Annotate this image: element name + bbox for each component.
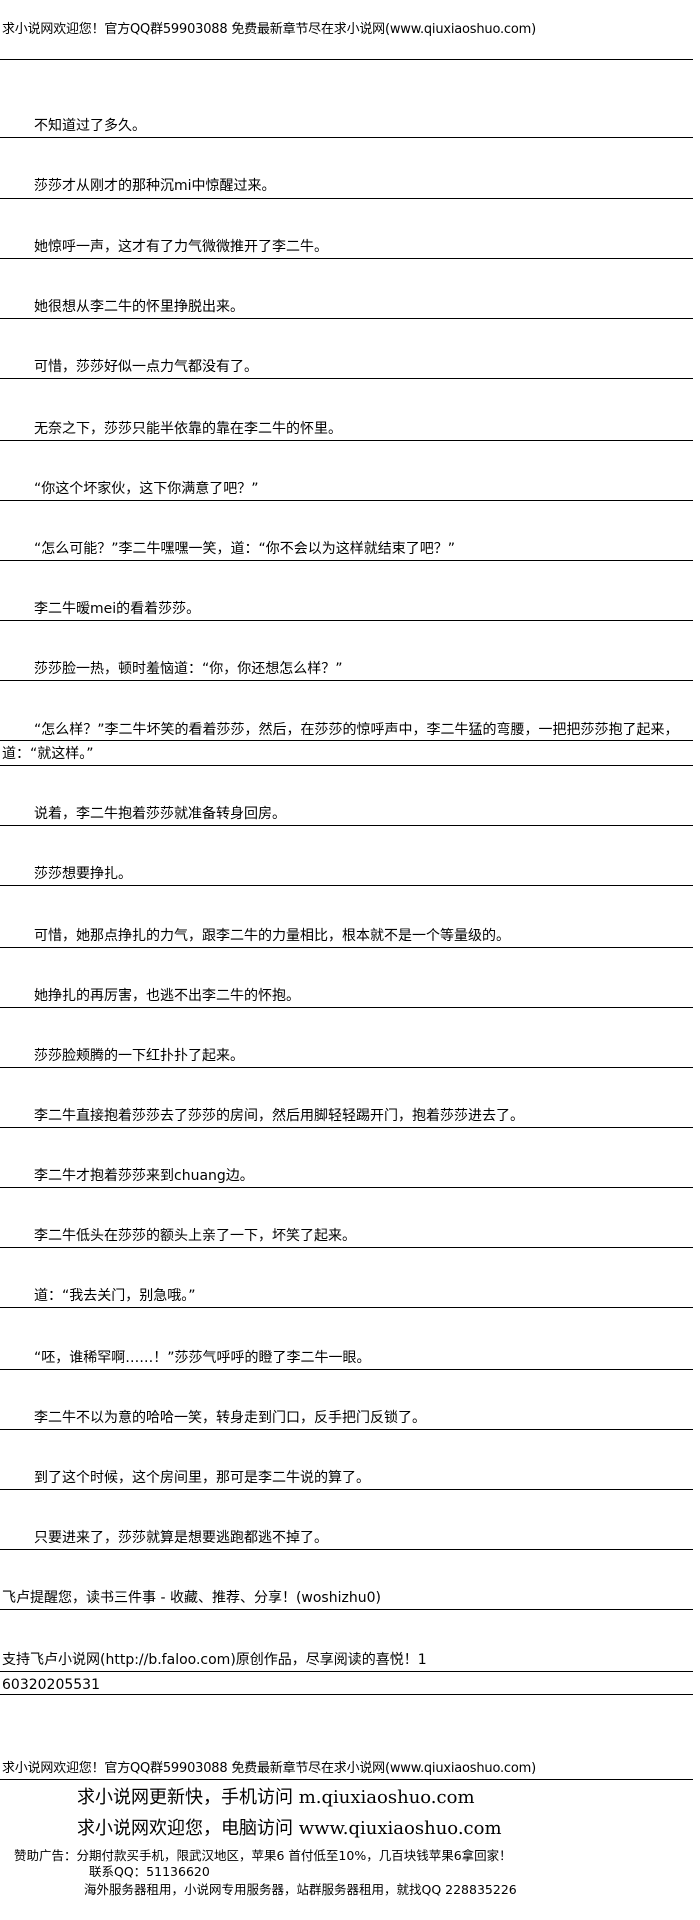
pc-access-line: 求小说网欢迎您，电脑访问 www.qiuxiaoshuo.com [77, 1818, 502, 1839]
paragraph: 她惊呼一声，这才有了力气微微推开了李二牛。 [34, 239, 328, 255]
divider [0, 1549, 693, 1550]
divider [0, 1429, 693, 1430]
divider [0, 1007, 693, 1008]
divider [0, 1127, 693, 1128]
paragraph: “呸，谁稀罕啊……！”莎莎气呼呼的瞪了李二牛一眼。 [34, 1350, 371, 1366]
paragraph: 只要进来了，莎莎就算是想要逃跑都逃不掉了。 [34, 1530, 328, 1546]
divider [0, 1671, 693, 1672]
divider [0, 1247, 693, 1248]
paragraph: 莎莎想要挣扎。 [34, 866, 132, 882]
divider [0, 1307, 693, 1308]
footer-welcome-banner: 求小说网欢迎您！官方QQ群59903088 免费最新章节尽在求小说网(www.q… [2, 1761, 536, 1776]
site-welcome-banner: 求小说网欢迎您！官方QQ群59903088 免费最新章节尽在求小说网(www.q… [2, 22, 536, 37]
paragraph: “怎么样？”李二牛坏笑的看着莎莎，然后，在莎莎的惊呼声中，李二牛猛的弯腰，一把把… [2, 722, 679, 762]
paragraph: 可惜，她那点挣扎的力气，跟李二牛的力量相比，根本就不是一个等量级的。 [34, 928, 510, 944]
faloo-code: 60320205531 [2, 1677, 100, 1693]
paragraph: “怎么可能？”李二牛嘿嘿一笑，道：“你不会以为这样就结束了吧？” [34, 541, 456, 557]
divider [0, 198, 693, 199]
divider [0, 1369, 693, 1370]
divider [0, 680, 693, 681]
divider [0, 560, 693, 561]
paragraph: 她很想从李二牛的怀里挣脱出来。 [34, 299, 244, 315]
paragraph: 可惜，莎莎好似一点力气都没有了。 [34, 359, 258, 375]
divider [0, 825, 693, 826]
paragraph: 无奈之下，莎莎只能半依靠的靠在李二牛的怀里。 [34, 421, 342, 437]
divider [0, 1609, 693, 1610]
paragraph: 李二牛暧mei的看着莎莎。 [34, 601, 201, 617]
paragraph: 她挣扎的再厉害，也逃不出李二牛的怀抱。 [34, 988, 300, 1004]
divider [0, 885, 693, 886]
divider [0, 620, 693, 621]
divider [0, 378, 693, 379]
divider [0, 1067, 693, 1068]
divider [0, 318, 693, 319]
paragraph: 不知道过了多久。 [34, 118, 146, 134]
paragraph: 道：“我去关门，别急哦。” [34, 1288, 196, 1304]
paragraph: 李二牛才抱着莎莎来到chuang边。 [34, 1168, 254, 1184]
paragraph: 到了这个时候，这个房间里，那可是李二牛说的算了。 [34, 1470, 370, 1486]
sponsor-ad: 赞助广告：分期付款买手机，限武汉地区，苹果6 首付低至10%，几百块钱苹果6拿回… [14, 1848, 512, 1863]
mobile-access-line: 求小说网更新快，手机访问 m.qiuxiaoshuo.com [77, 1787, 475, 1808]
paragraph: 莎莎脸一热，顿时羞恼道：“你，你还想怎么样？” [34, 661, 343, 677]
faloo-reminder: 飞卢提醒您，读书三件事 - 收藏、推荐、分享！(woshizhu0) [2, 1590, 381, 1606]
divider [0, 1489, 693, 1490]
divider [0, 947, 693, 948]
paragraph: 李二牛直接抱着莎莎去了莎莎的房间，然后用脚轻轻踢开门，抱着莎莎进去了。 [34, 1108, 524, 1124]
divider [0, 1694, 693, 1695]
divider [0, 137, 693, 138]
paragraph: 李二牛不以为意的哈哈一笑，转身走到门口，反手把门反锁了。 [34, 1410, 426, 1426]
paragraph: 莎莎脸颊腾的一下红扑扑了起来。 [34, 1048, 244, 1064]
faloo-support-notice: 支持飞卢小说网(http://b.faloo.com)原创作品，尽享阅读的喜悦！… [2, 1652, 427, 1668]
server-ad: 海外服务器租用，小说网专用服务器，站群服务器租用，就找QQ 228835226 [84, 1882, 517, 1897]
paragraph: “你这个坏家伙，这下你满意了吧？” [34, 481, 259, 497]
divider [0, 258, 693, 259]
divider [0, 740, 693, 741]
divider [0, 1187, 693, 1188]
divider [0, 765, 693, 766]
paragraph: 莎莎才从刚才的那种沉mi中惊醒过来。 [34, 178, 276, 194]
paragraph: 说着，李二牛抱着莎莎就准备转身回房。 [34, 806, 286, 822]
divider [0, 500, 693, 501]
sponsor-contact: 联系QQ：51136620 [89, 1864, 210, 1879]
divider [0, 440, 693, 441]
divider [0, 59, 693, 60]
divider [0, 1779, 693, 1780]
paragraph: 李二牛低头在莎莎的额头上亲了一下，坏笑了起来。 [34, 1228, 356, 1244]
